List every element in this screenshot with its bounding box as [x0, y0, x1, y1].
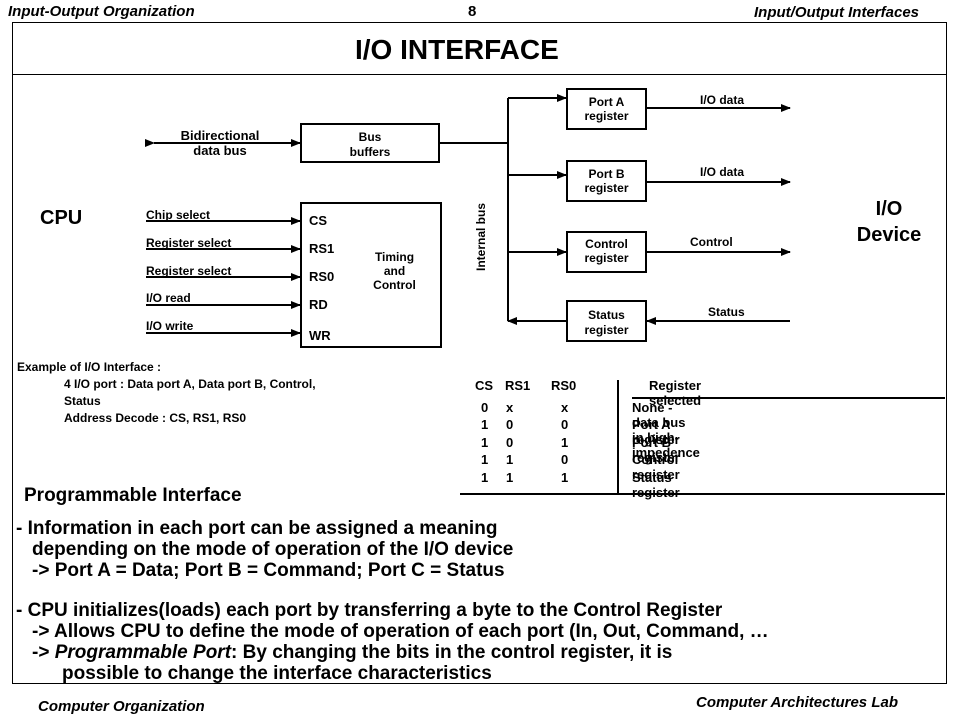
footer-right: Computer Architectures Lab	[696, 694, 898, 711]
table-cell: 0	[506, 417, 514, 432]
io-write-label: I/O write	[146, 319, 194, 333]
programmable-port-term: Programmable Port	[54, 642, 232, 663]
port-a-register-box: Port A register	[566, 88, 647, 130]
table-header-register: Register selected	[649, 378, 702, 408]
programmable-line-6: -> Programmable Port: By changing the bi…	[32, 642, 673, 663]
header-left-title: Input-Output Organization	[8, 3, 195, 20]
header-right-title: Input/Output Interfaces	[754, 4, 919, 21]
internal-bus-label: Internal bus	[474, 202, 488, 272]
table-header-rs0: RS0	[551, 378, 577, 393]
table-cell: 0	[506, 434, 514, 450]
table-cell: Port A register	[632, 417, 680, 447]
example-line-1: 4 I/O port : Data port A, Data port B, C…	[64, 377, 316, 391]
timing-control-label: Timing and Control	[373, 250, 416, 292]
programmable-line-3: -> Port A = Data; Port B = Command; Port…	[32, 560, 505, 581]
table-cell: None - data bus in high-impedence	[632, 399, 700, 460]
port-b-io-data-label: I/O data	[700, 165, 745, 179]
pin-rd: RD	[309, 297, 328, 312]
table-cell: Port B register	[632, 434, 680, 465]
register-select-label-2: Register select	[146, 264, 232, 278]
register-select-label-1: Register select	[146, 236, 232, 250]
io-read-label: I/O read	[146, 291, 191, 305]
bus-buffers-box: Bus buffers	[300, 123, 440, 163]
example-line-3: Address Decode : CS, RS1, RS0	[64, 411, 247, 425]
table-cell: 1	[561, 434, 569, 450]
title-divider	[12, 74, 947, 75]
table-cell: x	[561, 399, 569, 415]
table-cell: 1	[506, 452, 514, 467]
table-cell: 1	[506, 469, 514, 485]
status-signal-label: Status	[708, 305, 745, 319]
control-register-box: Control register	[566, 231, 647, 273]
programmable-line-1: - Information in each port can be assign…	[16, 518, 498, 539]
status-register-box: Status register	[566, 300, 647, 342]
control-signal-label: Control	[690, 235, 733, 249]
programmable-line-5: -> Allows CPU to define the mode of oper…	[32, 621, 769, 642]
table-cell: 1	[561, 469, 569, 485]
programmable-line-4: - CPU initializes(loads) each port by tr…	[16, 600, 723, 621]
pin-rs1: RS1	[309, 241, 335, 256]
table-cell: 0	[561, 417, 569, 432]
cpu-label: CPU	[40, 207, 83, 229]
programmable-line-2: depending on the mode of operation of th…	[32, 539, 514, 560]
pin-rs0: RS0	[309, 269, 335, 284]
table-cell: 1	[481, 469, 489, 485]
slide-frame	[12, 22, 947, 684]
table-cell: 0	[561, 452, 569, 467]
programmable-heading: Programmable Interface	[24, 485, 242, 506]
programmable-line-7: possible to change the interface charact…	[62, 663, 492, 684]
table-cell: 1	[481, 434, 489, 450]
table-cell: x	[506, 399, 514, 415]
port-b-register-box: Port B register	[566, 160, 647, 202]
table-cell: Control register	[632, 452, 680, 482]
slide-title: I/O INTERFACE	[355, 34, 559, 65]
footer-left: Computer Organization	[38, 698, 205, 715]
table-cell: 1	[481, 452, 489, 467]
chip-select-label: Chip select	[146, 208, 211, 222]
pin-wr: WR	[309, 328, 331, 343]
example-heading: Example of I/O Interface :	[17, 360, 162, 374]
bidirectional-data-bus-label: Bidirectional data bus	[180, 128, 260, 158]
table-header-rs1: RS1	[505, 378, 531, 393]
table-cell: 0	[481, 399, 489, 415]
page-number: 8	[468, 3, 477, 20]
table-header-cs: CS	[475, 378, 494, 393]
table-cell: 1	[481, 417, 489, 432]
io-device-label: I/O Device	[856, 198, 922, 246]
pin-cs: CS	[309, 213, 328, 228]
timing-control-box: CS RS1 RS0 RD WR Timing and Control	[300, 202, 442, 348]
example-line-2: Status	[64, 394, 101, 408]
table-cell: Status register	[632, 469, 680, 500]
port-a-io-data-label: I/O data	[700, 93, 745, 107]
